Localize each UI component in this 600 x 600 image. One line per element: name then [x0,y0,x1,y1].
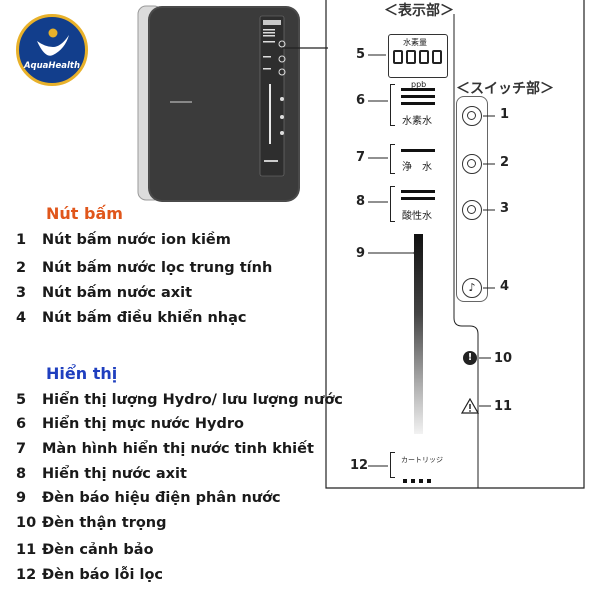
music-note-icon: ♪ [468,281,476,294]
callout-5: 5 [356,47,366,62]
display-section-header: ＜表示部＞ [384,3,454,19]
connector-line [282,47,328,49]
callout-10: 10 [494,351,513,366]
pure-water-label: 浄 水 [402,162,432,173]
logo-text: AquaHealth [23,61,81,71]
cartridge-dots [403,468,431,487]
electrolysis-indicator [414,234,423,434]
hydrogen-bracket [390,84,395,126]
callout-9: 9 [356,246,366,261]
alkaline-water-button[interactable] [462,106,482,126]
acidic-bracket [390,186,395,222]
caution-icon: ! [463,351,477,365]
device-illustration [136,4,302,204]
callout-2: 2 [500,155,510,170]
callout-6: 6 [356,93,366,108]
callout-9-line [368,250,419,256]
callout-8-line [368,201,388,203]
switch-panel [456,96,488,302]
callout-8: 8 [356,194,366,209]
cartridge-bracket [390,452,395,478]
panel-outline [325,0,585,489]
hydrogen-label: 水素量 [403,38,427,47]
acidic-water-button[interactable] [462,200,482,220]
music-button[interactable]: ♪ [462,278,482,298]
digit-readout [393,49,445,68]
callout-5-line [368,54,386,56]
callout-7-line [368,157,388,159]
hydrogen-water-label: 水素水 [402,116,432,127]
brand-logo: AquaHealth [16,14,88,86]
display-section-title: Hiển thị [46,364,118,383]
pure-bracket [390,144,395,174]
ppb-label: ppb [411,80,427,89]
switch-section-header: ＜スイッチ部＞ [456,81,554,97]
callout-3: 3 [500,201,510,216]
warning-triangle-icon [461,398,479,414]
purified-water-button[interactable] [462,154,482,174]
callout-11: 11 [494,399,513,414]
hydrogen-display: 水素量 [388,34,448,78]
cartridge-label: カートリッジ [401,456,443,464]
callout-12: 12 [350,458,369,473]
logo-figure-icon [37,28,69,56]
callout-6-line [368,100,388,102]
buttons-section-title: Nút bấm [46,204,123,223]
callout-7: 7 [356,150,366,165]
callout-4: 4 [500,279,510,294]
callout-12-line [368,465,388,467]
acidic-water-label: 酸性水 [402,211,432,222]
callout-1: 1 [500,107,510,122]
